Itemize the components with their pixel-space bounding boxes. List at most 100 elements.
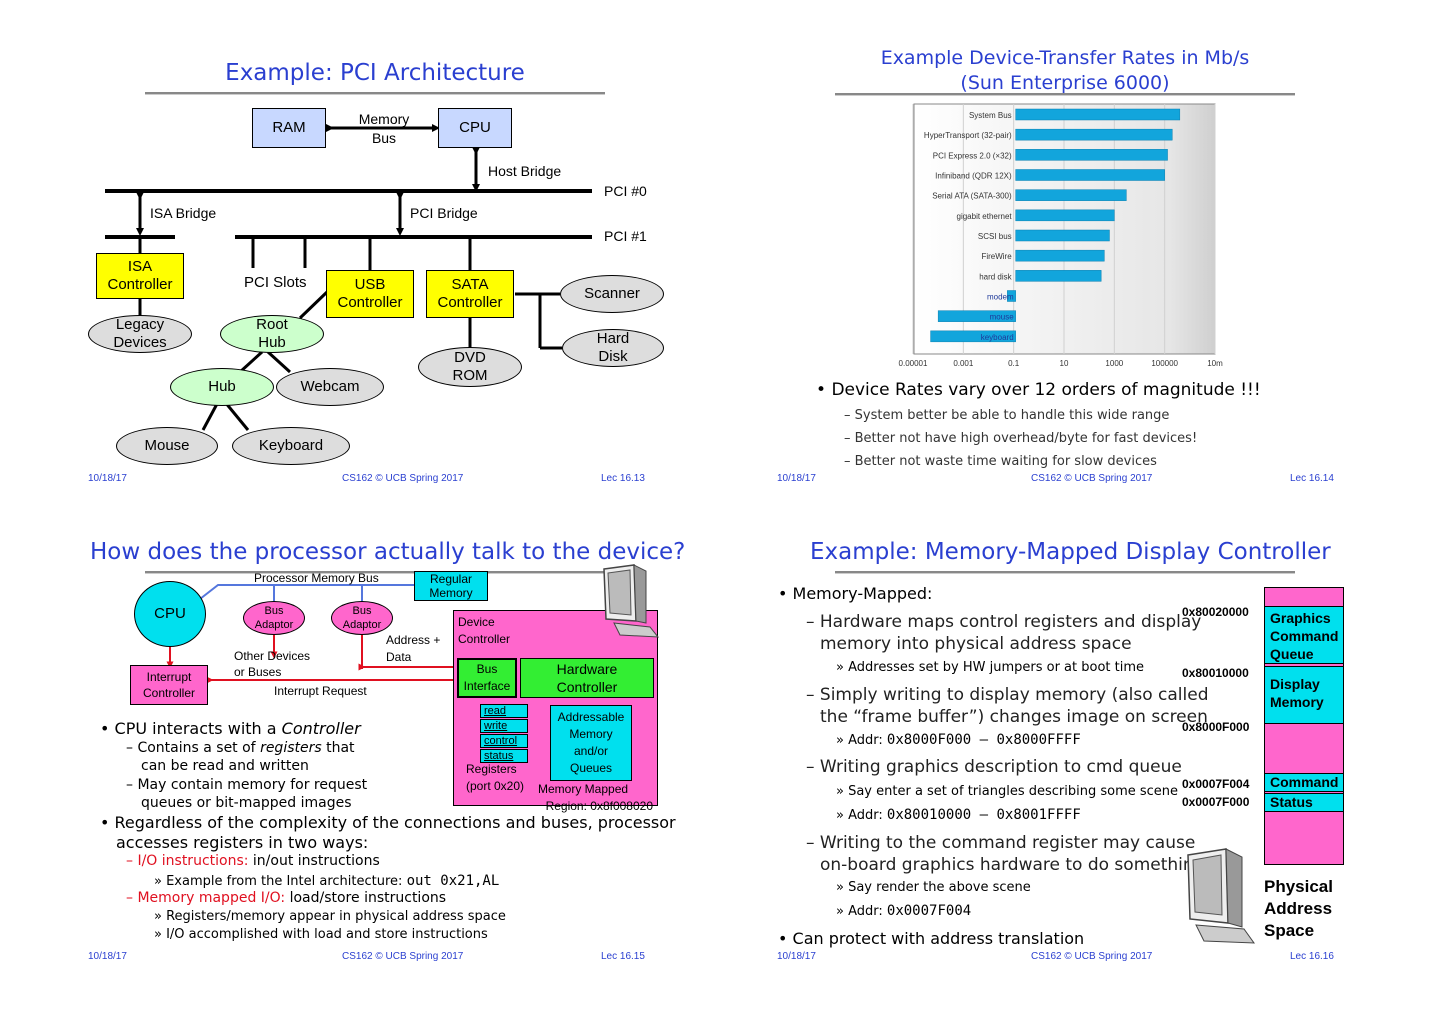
chart-bar bbox=[1015, 270, 1102, 282]
chart-tick-label: 10 bbox=[1060, 359, 1069, 368]
footer-date: 10/18/17 bbox=[777, 951, 816, 962]
sub-sub-bullet-intel: » Example from the Intel architecture: o… bbox=[154, 873, 500, 889]
slide-title: Example Device-Transfer Rates in Mb/s (S… bbox=[880, 47, 1250, 94]
chart-tick-label: 100000 bbox=[1151, 359, 1178, 368]
slide-memory-mapped-display: Example: Memory-Mapped Display Controlle… bbox=[720, 509, 1440, 1018]
slide-transfer-rates: Example Device-Transfer Rates in Mb/s (S… bbox=[720, 0, 1440, 509]
scanner: Scanner bbox=[560, 275, 664, 313]
footer-course: CS162 © UCB Spring 2017 bbox=[342, 473, 464, 484]
chart-bar bbox=[1015, 209, 1115, 222]
chart-category-label: Infiniband (QDR 12X) bbox=[935, 172, 1012, 181]
pci-bridge-label: PCI Bridge bbox=[410, 205, 478, 221]
ram-box: RAM bbox=[252, 108, 326, 148]
sub-sub-triangles: » Say enter a set of triangles describin… bbox=[836, 784, 1179, 799]
computer-icon bbox=[603, 564, 660, 638]
registers-label: Registers(port 0x20) bbox=[466, 762, 525, 793]
sub-writing-display: – Simply writing to display memory (also… bbox=[806, 685, 1209, 727]
slide-processor-talk: How does the processor actually talk to … bbox=[0, 509, 720, 1018]
chart-bar bbox=[1015, 189, 1127, 201]
title-rule bbox=[835, 93, 1295, 96]
sub-bullet-3: – Better not waste time waiting for slow… bbox=[844, 454, 1157, 469]
chart-bar bbox=[937, 310, 1016, 322]
sub-sub-queue-addr: » Addr: 0x80010000 — 0x8001FFFF bbox=[836, 807, 1081, 823]
pci0-label: PCI #0 bbox=[604, 183, 647, 199]
chart-bar bbox=[1007, 290, 1016, 302]
register-control: control bbox=[480, 734, 528, 748]
chart-category-label: modem bbox=[987, 293, 1014, 302]
sub-bullet-registers: – Contains a set of registers that can b… bbox=[126, 740, 355, 774]
footer-date: 10/18/17 bbox=[88, 473, 127, 484]
slide-title: How does the processor actually talk to … bbox=[90, 539, 686, 565]
footer-date: 10/18/17 bbox=[777, 473, 816, 484]
keyboard: Keyboard bbox=[232, 427, 350, 465]
register-write: write bbox=[480, 719, 528, 733]
registers-stack: read write control status bbox=[480, 704, 528, 763]
chart-category-label: gigabit ethernet bbox=[957, 212, 1013, 221]
sub-sub-display-addr: » Addr: 0x8000F000 — 0x8000FFFF bbox=[836, 732, 1081, 748]
sub-bullet-io-instructions: – I/O instructions: in/out instructions bbox=[126, 853, 380, 869]
sub-hardware-maps: – Hardware maps control registers and di… bbox=[806, 612, 1202, 654]
sub-sub-bullet-load-store: » I/O accomplished with load and store i… bbox=[154, 927, 488, 942]
chart-tick-label: 1000 bbox=[1105, 359, 1123, 368]
hub: Hub bbox=[170, 368, 274, 406]
footer-lecture: Lec 16.16 bbox=[1290, 951, 1334, 962]
footer-lecture: Lec 16.13 bbox=[601, 473, 645, 484]
slide-pci-architecture: Example: PCI Architecture bbox=[0, 0, 720, 509]
chart-tick-label: 10m bbox=[1207, 359, 1223, 368]
chart-bar bbox=[1015, 229, 1110, 242]
sub-bullet-1: – System better be able to handle this w… bbox=[844, 408, 1170, 423]
cpu-box: CPU bbox=[438, 108, 512, 148]
title-rule bbox=[145, 571, 605, 574]
computer-icon bbox=[1187, 848, 1256, 944]
title-rule bbox=[145, 92, 605, 95]
status-region: Status bbox=[1265, 793, 1343, 812]
footer-date: 10/18/17 bbox=[88, 951, 127, 962]
addr-0x0007F000: 0x0007F000 bbox=[1182, 795, 1250, 809]
sub-command-register: – Writing to the command register may ca… bbox=[806, 833, 1205, 875]
chart-tick-label: 0.001 bbox=[953, 359, 974, 368]
chart-bar bbox=[930, 330, 1016, 343]
address-data-label: Address +Data bbox=[386, 633, 441, 664]
sub-writing-graphics: – Writing graphics description to cmd qu… bbox=[806, 757, 1182, 777]
chart-bar bbox=[1015, 149, 1168, 161]
register-read: read bbox=[480, 704, 528, 718]
footer-lecture: Lec 16.15 bbox=[601, 951, 645, 962]
chart-category-label: hard disk bbox=[979, 272, 1012, 281]
chart-bar bbox=[1015, 128, 1173, 141]
sub-bullet-2: – Better not have high overhead/byte for… bbox=[844, 431, 1198, 446]
sub-bullet-memory-mapped: – Memory mapped I/O: load/store instruct… bbox=[126, 890, 447, 906]
pci1-label: PCI #1 bbox=[604, 228, 647, 244]
bullet-memory-mapped: • Memory-Mapped: bbox=[778, 584, 933, 603]
sub-sub-render: » Say render the above scene bbox=[836, 880, 1031, 895]
sub-bullet-memory: – May contain memory for request queues … bbox=[126, 777, 368, 811]
memory-bus-label: Memory Bus bbox=[358, 111, 410, 146]
chart-category-label: SCSI bus bbox=[978, 232, 1012, 241]
pci-diagram-lines bbox=[105, 124, 592, 431]
chart-category-label: mouse bbox=[990, 313, 1015, 322]
chart-category-label: keyboard bbox=[981, 333, 1014, 342]
sub-sub-hw-jumpers: » Addresses set by HW jumpers or at boot… bbox=[836, 660, 1145, 675]
chart-bar bbox=[1015, 108, 1181, 121]
chart-category-label: Serial ATA (SATA-300) bbox=[932, 192, 1012, 201]
chart-category-label: FireWire bbox=[981, 252, 1012, 261]
webcam: Webcam bbox=[276, 368, 384, 406]
chart-bar bbox=[1015, 169, 1165, 181]
